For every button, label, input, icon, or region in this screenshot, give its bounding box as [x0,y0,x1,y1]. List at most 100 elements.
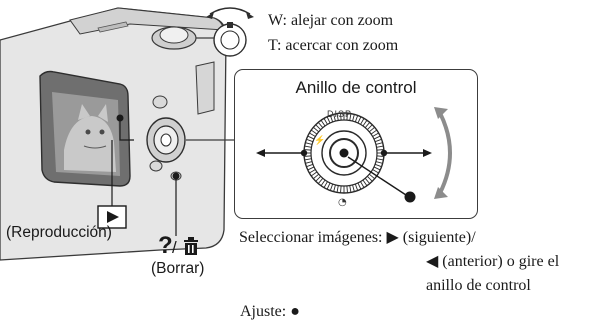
rotate-arrow-icon [438,112,452,194]
zoom-out-text: W: alejar con zoom [268,12,394,29]
ring-knurl-tick [368,173,375,180]
select-images-line2: ◀ (anterior) o gire el [426,253,560,270]
ring-knurl-tick [340,185,342,193]
ring-knurl-tick [309,132,316,137]
rotate-arrow-head-bottom [434,187,448,199]
ring-knurl-tick [376,149,384,151]
disp-label: DISP [327,109,353,119]
ring-knurl-tick [307,166,315,171]
playback-pointer-line [119,118,134,141]
control-ring-diagram: ⚡ ◔ [256,107,452,208]
center-pointer-line [347,156,407,196]
cat-eye-left [85,129,91,135]
ring-knurl-tick [360,118,365,125]
ring-knurl-tick [305,142,313,145]
left-arrow-dot [300,149,308,157]
ring-knurl-tick [368,126,375,133]
zoom-switch-icon [206,7,254,57]
right-arrow-dot [380,149,388,157]
ring-knurl-tick [305,161,313,164]
ring-knurl-tick [354,115,359,123]
cat-ears [78,104,108,122]
ring-knurl-tick [329,183,334,191]
ring-knurl-tick [362,119,368,127]
ring-knurl-tick [317,177,324,184]
ring-knurl-tick [310,171,318,177]
ring-knurl-tick [373,166,381,171]
delete-label: (Borrar) [151,260,205,277]
ring-knurl-tick [364,177,371,184]
camera-slot [97,21,129,33]
slash-symbol: / [172,238,177,257]
ring-knurl-tick [373,135,381,140]
ring-knurl-tick [354,183,359,191]
enter-dot-icon [404,191,416,203]
ring-knurl-tick [372,169,379,174]
self-timer-icon: ◔ [338,197,347,208]
ring-knurl-tick [323,181,328,188]
ring-knurl-tick [326,116,331,124]
ring-knurl-tick [346,113,348,121]
ring-knurl-tick [346,185,348,193]
ring-knurl-tick [364,122,371,129]
ring-knurl-tick [357,116,362,124]
rotate-arrow-head-top [434,107,448,119]
ring-knurl-tick [304,145,312,148]
playback-label: (Reproducción) [6,224,112,241]
ring-knurl-tick [360,181,365,188]
ring-knurl-tick [307,135,315,140]
ring-knurl-tick [306,138,314,143]
help-symbol: ? [158,232,173,259]
ring-knurl-tick [352,184,355,192]
menu-button [149,160,163,172]
ring-knurl-tick [374,163,382,168]
left-arrow-icon [256,149,265,157]
adjust-label: Ajuste: ● [240,303,300,320]
ring-knurl-tick [310,129,318,135]
ring-knurl-tick [309,169,316,174]
ring-knurl-tick [372,132,379,137]
select-images-line1: Seleccionar imágenes: ▶ (siguiente)/ [239,229,476,246]
ring-knurl-tick [320,179,326,187]
ring-knurl-tick [313,173,320,180]
ring-knurl-tick [357,182,362,190]
ring-knurl-tick [326,182,331,190]
ring-knurl-tick [323,118,328,125]
trash-icon [184,237,198,255]
ring-knurl-tick [362,179,368,187]
ring-knurl-tick [375,142,383,145]
strap-grip [195,61,215,115]
ring-knurl-tick [315,176,321,182]
ring-knurl-tick [315,124,321,130]
ring-knurl-tick [306,163,314,168]
ring-knurl-tick [370,129,378,135]
shutter-button [159,26,189,44]
ring-knurl-tick [304,149,312,151]
ring-knurl-tick [333,184,336,192]
ring-knurl-tick [336,113,339,121]
ring-knurl-tick [352,114,355,122]
center-dot [339,148,349,158]
ring-knurl-tick [376,158,384,161]
ring-knurl-tick [349,113,352,121]
control-ring-title: Anillo de control [295,78,417,97]
ring-knurl-tick [376,145,384,148]
ring-knurl-tick [317,122,324,129]
zoom-in-text: T: acercar con zoom [268,37,399,54]
ring-knurl-tick [367,124,373,130]
camera-center-dot [160,133,172,147]
ring-knurl-tick [304,158,312,161]
ring-knurl-tick [313,126,320,133]
ring-knurl-tick [333,114,336,122]
ring-knurl-tick [329,115,334,123]
ring-knurl-tick [304,155,312,157]
right-arrow-icon [423,149,432,157]
flash-mark: ⚡ [314,134,325,146]
ring-knurl-tick [376,155,384,157]
ring-knurl-tick [340,113,342,121]
playback-button [152,95,168,109]
ring-knurl-tick [336,185,339,193]
cat-eye-right [99,129,105,135]
ring-knurl-tick [349,185,352,193]
